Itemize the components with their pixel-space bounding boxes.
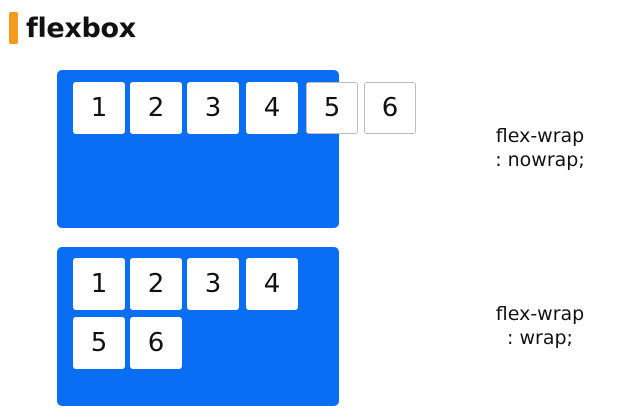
nowrap-item-1: 1 xyxy=(73,82,125,134)
nowrap-item-5: 5 xyxy=(306,82,358,134)
wrap-item-6: 6 xyxy=(130,317,182,369)
nowrap-item-6: 6 xyxy=(364,82,416,134)
nowrap-caption-property: flex-wrap xyxy=(495,125,585,147)
wrap-caption-property: flex-wrap xyxy=(495,303,585,325)
wrap-caption: flex-wrap : wrap; xyxy=(465,302,615,350)
wrap-item-2: 2 xyxy=(130,258,182,310)
nowrap-item-4: 4 xyxy=(246,82,298,134)
title-accent-bar xyxy=(9,12,18,44)
nowrap-caption-value: : nowrap; xyxy=(495,149,585,171)
nowrap-item-2: 2 xyxy=(130,82,182,134)
wrap-item-4: 4 xyxy=(246,258,298,310)
wrap-item-1: 1 xyxy=(73,258,125,310)
title-block: flexbox xyxy=(9,10,136,46)
page-title: flexbox xyxy=(26,12,136,44)
nowrap-item-3: 3 xyxy=(187,82,239,134)
nowrap-caption: flex-wrap : nowrap; xyxy=(465,124,615,172)
wrap-caption-value: : wrap; xyxy=(507,327,573,349)
wrap-item-3: 3 xyxy=(187,258,239,310)
wrap-item-5: 5 xyxy=(73,317,125,369)
